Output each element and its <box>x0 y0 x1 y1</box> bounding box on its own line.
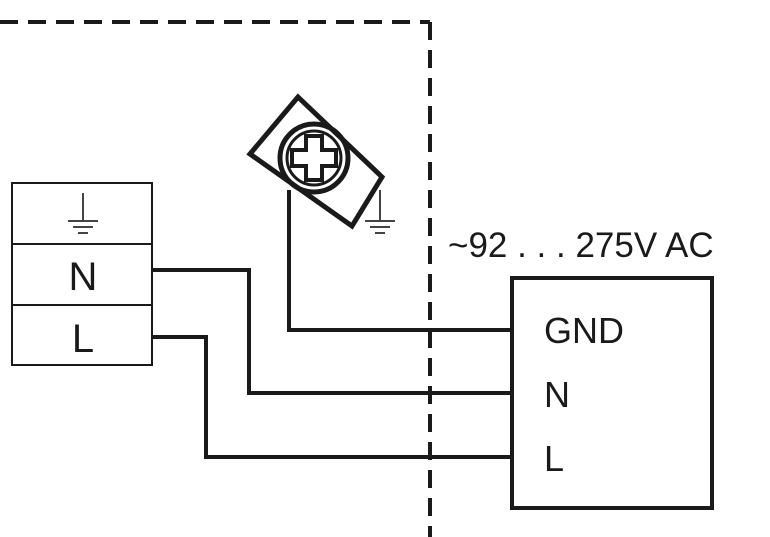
screw-head-inner <box>285 129 343 187</box>
ground-screw-icon <box>246 93 386 230</box>
wire-gnd <box>287 190 512 332</box>
enclosure-boundary <box>0 20 432 537</box>
device-box <box>510 276 714 510</box>
device-terminal-l: L <box>544 438 564 479</box>
wire-l <box>152 335 512 459</box>
ground-icon <box>68 193 98 234</box>
ground-icon <box>365 190 395 234</box>
supply-voltage-label: ~92 . . . 275V AC <box>448 226 714 265</box>
screw-cross <box>290 134 338 182</box>
screw-head <box>277 121 351 195</box>
terminal-label-n: N <box>69 255 98 299</box>
device-terminal-gnd: GND <box>544 310 624 351</box>
wire-n <box>152 268 512 395</box>
wires <box>152 190 512 459</box>
terminal-label-l: L <box>72 317 94 361</box>
device-terminal-n: N <box>544 374 570 415</box>
